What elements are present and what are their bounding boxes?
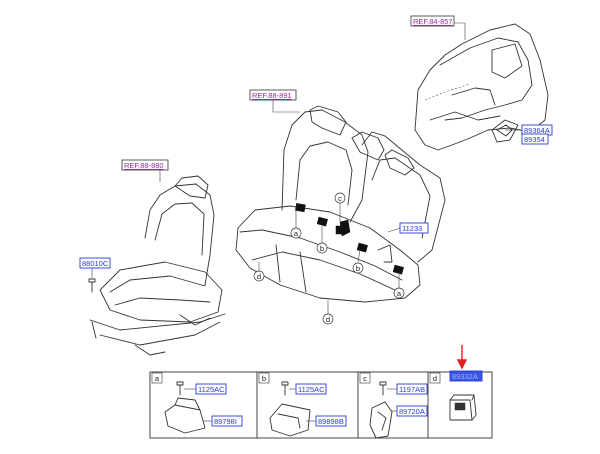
panel-a-label-1125ac[interactable]: 1125AC xyxy=(195,383,227,395)
rear-trim-panel xyxy=(414,23,549,151)
callout-b-left[interactable]: b xyxy=(316,242,328,254)
callout-d-bottom[interactable]: d xyxy=(322,313,334,325)
panel-a-89798i-text: 89798I xyxy=(214,417,237,426)
front-seat xyxy=(89,175,226,356)
panel-a-tag-text: a xyxy=(155,374,160,383)
part-89354-text: 89354 xyxy=(524,135,545,144)
callout-a-upper-letter: a xyxy=(294,229,299,238)
detail-panel-b: b 1125AC 89898B xyxy=(258,372,347,437)
panel-c-bolt-icon xyxy=(379,381,387,396)
callout-a-upper[interactable]: a xyxy=(290,227,302,239)
ref-label-88-891[interactable]: REF.88-891 xyxy=(249,89,297,101)
panel-b-tag-text: b xyxy=(262,374,266,383)
panel-c-tag-text: c xyxy=(363,374,367,383)
panel-c-label-89720a[interactable]: 89720A xyxy=(396,405,428,417)
detail-panel-c: c 1197AB 89720A xyxy=(359,372,428,439)
ref-label-84-857[interactable]: REF.84-857 xyxy=(410,15,455,27)
callout-b-right[interactable]: b xyxy=(352,262,364,274)
part-label-88010c[interactable]: 88010C xyxy=(79,257,111,269)
part-89364a-text: 89364A xyxy=(524,126,550,135)
panel-b-bolt-icon xyxy=(281,381,289,396)
callout-d-bottom-letter: d xyxy=(326,315,330,324)
part-label-89354[interactable]: 89354 xyxy=(521,133,549,145)
callout-a-lower[interactable]: a xyxy=(393,287,405,299)
leader-lines xyxy=(91,22,518,318)
rear-bench-seat xyxy=(235,105,446,303)
callout-b-left-letter: b xyxy=(320,244,324,253)
callout-a-lower-letter: a xyxy=(397,289,402,298)
ref-88-880-text: REF.88-880 xyxy=(124,161,164,170)
highlight-arrow xyxy=(456,345,468,370)
callout-d-left-letter: d xyxy=(257,272,261,281)
panel-b-label-1125ac[interactable]: 1125AC xyxy=(295,383,327,395)
panel-b-label-89898b[interactable]: 89898B xyxy=(315,415,347,427)
detail-panels-frame xyxy=(149,371,493,439)
detail-panel-d: d 89332A xyxy=(429,370,483,421)
panel-d-label-89332a[interactable]: 89332A xyxy=(449,370,483,382)
bolt-88010c xyxy=(88,278,96,293)
panel-c-1197ab-text: 1197AB xyxy=(399,385,425,394)
panel-d-tag-text: d xyxy=(433,374,437,383)
callout-b-right-letter: b xyxy=(356,264,360,273)
panel-b-1125ac-text: 1125AC xyxy=(298,385,325,394)
cover-cap-icon xyxy=(449,394,477,421)
detail-panels xyxy=(149,371,493,439)
panel-c-bracket-icon xyxy=(369,401,393,439)
panel-a-1125ac-text: 1125AC xyxy=(198,385,225,394)
ref-84-857-text: REF.84-857 xyxy=(413,17,453,26)
part-label-11233[interactable]: 11233 xyxy=(399,222,429,234)
panel-c-89720a-text: 89720A xyxy=(399,407,425,416)
panel-b-89898b-text: 89898B xyxy=(318,417,344,426)
panel-a-label-89798i[interactable]: 89798I xyxy=(211,415,243,427)
panel-b-bracket-icon xyxy=(269,403,311,437)
detail-panel-a: a 1125AC 89798I xyxy=(151,372,243,434)
part-88010c-text: 88010C xyxy=(82,259,109,268)
ref-label-88-880[interactable]: REF.88-880 xyxy=(121,159,169,171)
ref-88-891-text: REF.88-891 xyxy=(252,91,292,100)
panel-d-89332a-text: 89332A xyxy=(452,372,478,381)
panel-b-tag: b xyxy=(258,372,270,384)
panel-d-tag: d xyxy=(429,372,441,384)
retainer-89364a-icon xyxy=(491,119,519,143)
callout-d-left[interactable]: d xyxy=(253,270,265,282)
part-label-89364a[interactable]: 89364A xyxy=(521,124,553,136)
panel-a-bolt-icon xyxy=(176,381,184,396)
callout-c-letter: c xyxy=(338,194,342,203)
panel-c-tag: c xyxy=(359,372,371,384)
part-11233-text: 11233 xyxy=(402,224,422,233)
panel-c-label-1197ab[interactable]: 1197AB xyxy=(396,383,428,395)
panel-a-tag: a xyxy=(151,372,163,384)
callout-c[interactable]: c xyxy=(334,192,346,204)
